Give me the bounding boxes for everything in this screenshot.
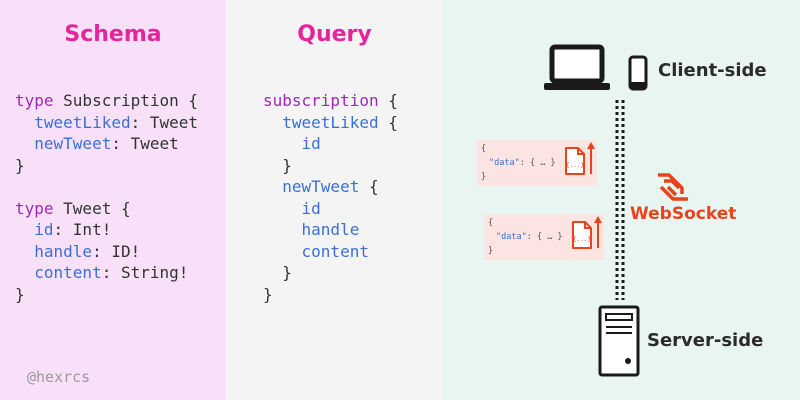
code-text: Tweet {	[53, 198, 131, 218]
code-text: {	[378, 91, 398, 110]
code-text	[15, 263, 34, 282]
phone-icon	[628, 55, 648, 91]
code-keyword: type	[15, 198, 54, 218]
server-side-label: Server-side	[647, 330, 764, 351]
code-text	[263, 199, 302, 218]
up-arrow-icon	[594, 216, 602, 248]
query-heading: Query	[297, 22, 372, 47]
client-side-label: Client-side	[658, 60, 767, 81]
author-handle: @hexrcs	[27, 368, 91, 386]
code-text	[263, 134, 302, 153]
json-file-label: {...}	[573, 236, 591, 243]
code-line: }	[15, 284, 198, 306]
code-text: {	[359, 177, 379, 196]
code-line: id	[263, 133, 398, 155]
code-line: handle	[263, 219, 398, 241]
code-text	[263, 220, 302, 239]
code-text: : Int!	[53, 220, 112, 239]
query-panel: Query subscription { tweetLiked { id } n…	[226, 0, 443, 400]
code-line: handle: ID!	[15, 241, 198, 263]
connection-line	[615, 100, 625, 300]
websocket-label: WebSocket	[630, 204, 737, 224]
code-line: newTweet: Tweet	[15, 133, 198, 155]
code-text	[263, 113, 282, 132]
code-text	[15, 220, 34, 239]
code-line: tweetLiked: Tweet	[15, 112, 198, 134]
code-text: }	[15, 155, 25, 175]
code-text	[263, 242, 302, 261]
schema-panel: Schema type Subscription { tweetLiked: T…	[0, 0, 226, 400]
json-key: "data"	[489, 158, 520, 168]
data-message: { "data": { … } } {...}	[477, 140, 597, 186]
schema-heading: Schema	[64, 22, 162, 47]
code-line: id: Int!	[15, 219, 198, 241]
json-close-brace: }	[481, 172, 487, 182]
code-text: : Tweet	[111, 134, 179, 153]
json-data-line: "data": { … }	[489, 158, 556, 168]
code-text: : ID!	[92, 241, 141, 261]
code-line: subscription {	[263, 90, 398, 112]
code-line: }	[263, 155, 398, 177]
code-field: tweetLiked	[34, 112, 131, 132]
code-text: }	[263, 155, 292, 175]
json-file-icon: {...}	[565, 147, 585, 175]
json-open-brace: {	[488, 218, 494, 228]
code-text: Subscription {	[53, 91, 199, 110]
json-key: "data"	[496, 232, 527, 242]
json-file-icon: {...}	[572, 221, 592, 249]
code-text: : String!	[101, 263, 189, 282]
code-line: content: String!	[15, 262, 198, 284]
code-field: handle	[34, 241, 93, 261]
code-field: id	[301, 134, 321, 153]
code-text: {	[378, 112, 398, 132]
code-line: }	[15, 155, 198, 177]
code-line	[15, 176, 198, 198]
code-line: }	[263, 284, 398, 306]
schema-code-block: type Subscription { tweetLiked: Tweet ne…	[15, 90, 198, 305]
code-line: id	[263, 198, 398, 220]
code-text	[15, 113, 34, 132]
code-text: }	[263, 284, 273, 304]
up-arrow-icon	[587, 142, 595, 174]
code-line: type Tweet {	[15, 198, 198, 220]
code-keyword: type	[15, 91, 54, 110]
json-close-brace: }	[488, 246, 494, 256]
code-line: type Subscription {	[15, 90, 198, 112]
code-field: id	[34, 220, 54, 239]
json-open-brace: {	[481, 144, 487, 154]
code-field: content	[301, 241, 369, 261]
code-field: handle	[301, 220, 360, 239]
json-data-line: "data": { … }	[496, 232, 563, 242]
code-line: newTweet {	[263, 176, 398, 198]
laptop-icon	[544, 44, 610, 90]
architecture-panel: Client-side WebSocket { "data": { … } } …	[443, 0, 800, 400]
json-file-label: {...}	[566, 162, 584, 169]
code-text: }	[263, 263, 292, 282]
code-field: newTweet	[282, 177, 360, 196]
server-icon	[598, 305, 640, 377]
json-value: : { … }	[519, 158, 556, 168]
data-message: { "data": { … } } {...}	[484, 214, 604, 260]
code-field: id	[301, 198, 321, 218]
code-text: }	[15, 284, 25, 304]
code-text	[15, 134, 34, 153]
code-field: tweetLiked	[282, 112, 379, 132]
code-field: content	[34, 263, 102, 282]
code-line: content	[263, 241, 398, 263]
code-line: tweetLiked {	[263, 112, 398, 134]
json-value: : { … }	[526, 232, 563, 242]
code-text	[15, 242, 34, 261]
code-text	[263, 177, 282, 196]
code-keyword: subscription	[263, 91, 379, 110]
code-field: newTweet	[34, 134, 112, 153]
code-text: : Tweet	[130, 112, 199, 132]
websocket-logo-icon	[658, 173, 688, 201]
code-line: }	[263, 262, 398, 284]
query-code-block: subscription { tweetLiked { id } newTwee…	[263, 90, 398, 305]
